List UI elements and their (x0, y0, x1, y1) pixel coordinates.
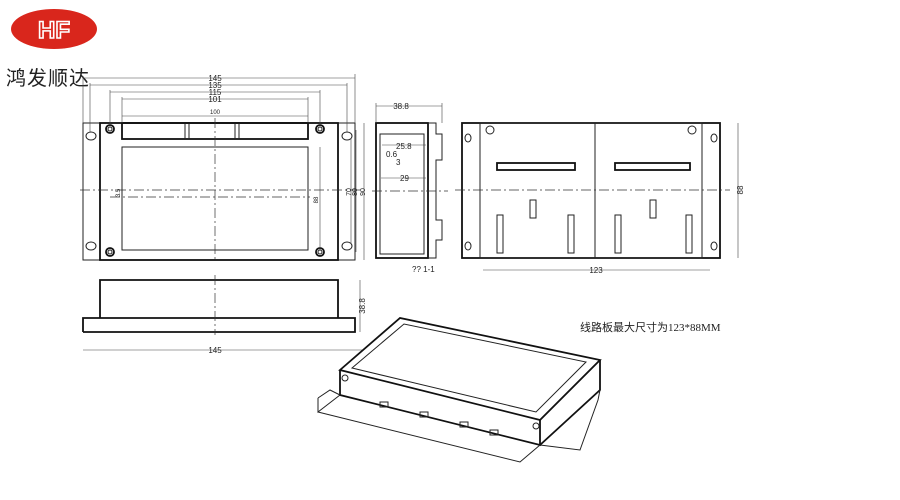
dim-88-inner: 88 (314, 196, 320, 203)
dim-115: 115 (209, 88, 222, 97)
dim-123: 123 (589, 266, 603, 275)
hf-logo: HF (11, 9, 97, 49)
dim-80: 80 (352, 188, 359, 196)
svg-text:HF: HF (38, 17, 70, 44)
dim-90: 90 (360, 188, 367, 196)
mount-hole-icons (85, 124, 353, 257)
dim-38-8-side: 38.8 (358, 298, 367, 314)
side-view: 145 38.8 (82, 275, 367, 355)
dim-38-8: 38.8 (393, 102, 409, 111)
dim-100: 100 (210, 110, 221, 116)
dim-25-8: 25.8 (396, 142, 412, 151)
dim-70: 70 (346, 188, 353, 196)
dim-3: 3 (396, 158, 401, 167)
brand-name: 鸿发顺达 (6, 66, 90, 90)
dim-88: 88 (736, 185, 745, 194)
dim-29: 29 (400, 174, 409, 183)
dim-offset: 3.5 (116, 188, 122, 197)
dim-145: 145 (208, 74, 222, 83)
front-view: 145 135 115 101 100 88 3.5 70 80 90 (80, 74, 367, 262)
isometric-view (317, 317, 602, 463)
dim-135: 135 (208, 81, 222, 90)
pcb-size-caption: 线路板最大尺寸为123*88MM (580, 320, 721, 334)
dim-145-side: 145 (208, 346, 222, 355)
section-label: ?? 1-1 (412, 265, 435, 274)
dim-0-6: 0.6 (386, 150, 398, 159)
rear-view: 123 88 (455, 122, 745, 275)
dim-101: 101 (208, 95, 222, 104)
section-view: 38.8 25.8 0.6 3 29 ?? 1-1 (372, 102, 448, 274)
